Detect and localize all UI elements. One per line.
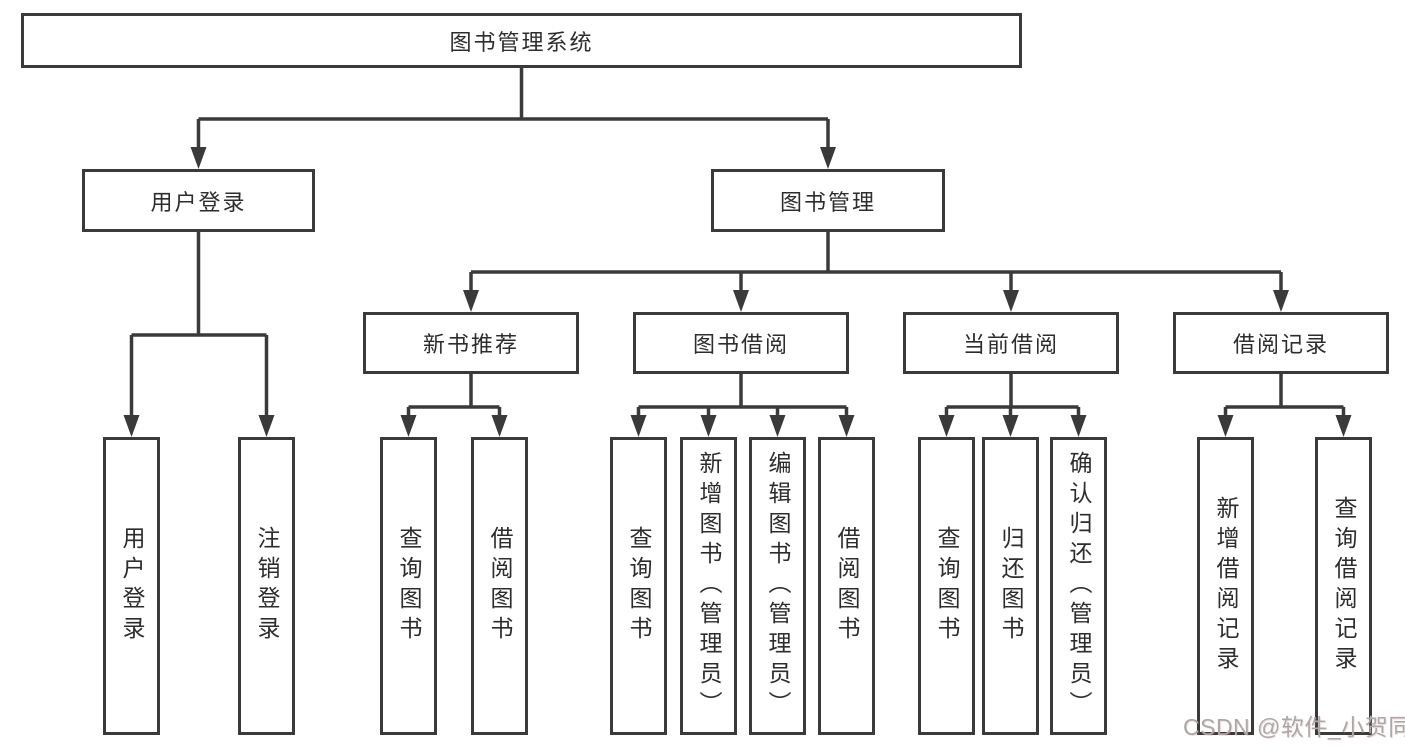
leaf-return-book: 归还图书 <box>982 437 1039 735</box>
leaf-label: 归还图书 <box>998 526 1024 646</box>
leaf-label: 查询图书 <box>626 526 652 646</box>
leaf-user-login: 用户登录 <box>103 437 160 735</box>
leaf-label: 查询图书 <box>934 526 960 646</box>
leaf-label: 编辑图书（管理员） <box>765 451 791 721</box>
leaf-confirm-return-admin: 确认归还（管理员） <box>1050 437 1107 735</box>
leaf-borrow-books: 借阅图书 <box>818 437 875 735</box>
leaf-borrow-books-recommend: 借阅图书 <box>471 437 528 735</box>
node-user-login: 用户登录 <box>82 169 315 232</box>
node-current-borrowing: 当前借阅 <box>903 312 1119 374</box>
leaf-logout: 注销登录 <box>238 437 295 735</box>
node-new-book-recommend: 新书推荐 <box>363 312 579 374</box>
leaf-query-books-current: 查询图书 <box>918 437 975 735</box>
leaf-label: 注销登录 <box>254 526 280 646</box>
node-root: 图书管理系统 <box>21 13 1022 68</box>
leaf-label: 查询借阅记录 <box>1331 496 1357 676</box>
leaf-label: 新增借阅记录 <box>1213 496 1239 676</box>
node-book-management: 图书管理 <box>711 169 945 232</box>
leaf-label: 用户登录 <box>119 526 145 646</box>
leaf-edit-book-admin: 编辑图书（管理员） <box>749 437 806 735</box>
leaf-label: 借阅图书 <box>834 526 860 646</box>
csdn-watermark: CSDN @软件_小贺同学 <box>1183 714 1405 740</box>
leaf-label: 借阅图书 <box>487 526 513 646</box>
leaf-add-book-admin: 新增图书（管理员） <box>680 437 737 735</box>
leaf-query-books-recommend: 查询图书 <box>380 437 437 735</box>
leaf-query-borrow-record: 查询借阅记录 <box>1315 437 1372 735</box>
leaf-add-borrow-record: 新增借阅记录 <box>1197 437 1254 735</box>
node-borrowing-records: 借阅记录 <box>1173 312 1389 374</box>
leaf-label: 新增图书（管理员） <box>696 451 722 721</box>
node-book-borrowing: 图书借阅 <box>633 312 849 374</box>
leaf-query-books-borrow: 查询图书 <box>610 437 667 735</box>
leaf-label: 确认归还（管理员） <box>1066 451 1092 721</box>
leaf-label: 查询图书 <box>396 526 422 646</box>
